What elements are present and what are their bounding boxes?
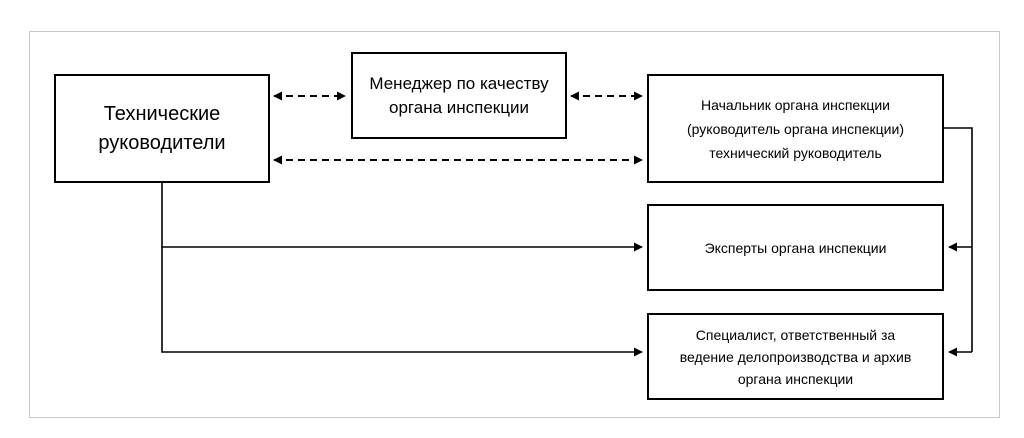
node-inspection-experts: Эксперты органа инспекции xyxy=(647,204,944,291)
node-label: Эксперты органа инспекции xyxy=(704,239,887,256)
node-label: Технические руководители xyxy=(98,102,226,154)
edge-head-right-rail xyxy=(944,127,973,352)
node-quality-manager: Менеджер по качеству органа инспекции xyxy=(351,52,567,139)
node-technical-managers: Технические руководители xyxy=(54,74,270,183)
edge-tech-spec xyxy=(161,247,643,357)
node-label: Менеджер по качеству органа инспекции xyxy=(369,73,549,117)
node-head-of-inspection-body: Начальник органа инспекции (руководитель… xyxy=(647,74,944,183)
edge-tech-experts xyxy=(161,183,643,252)
diagram-frame xyxy=(29,31,1000,418)
node-records-specialist: Специалист, ответственный за ведение дел… xyxy=(647,313,944,400)
node-label: Начальник органа инспекции (руководитель… xyxy=(687,96,904,161)
node-label: Специалист, ответственный за ведение дел… xyxy=(679,326,912,387)
